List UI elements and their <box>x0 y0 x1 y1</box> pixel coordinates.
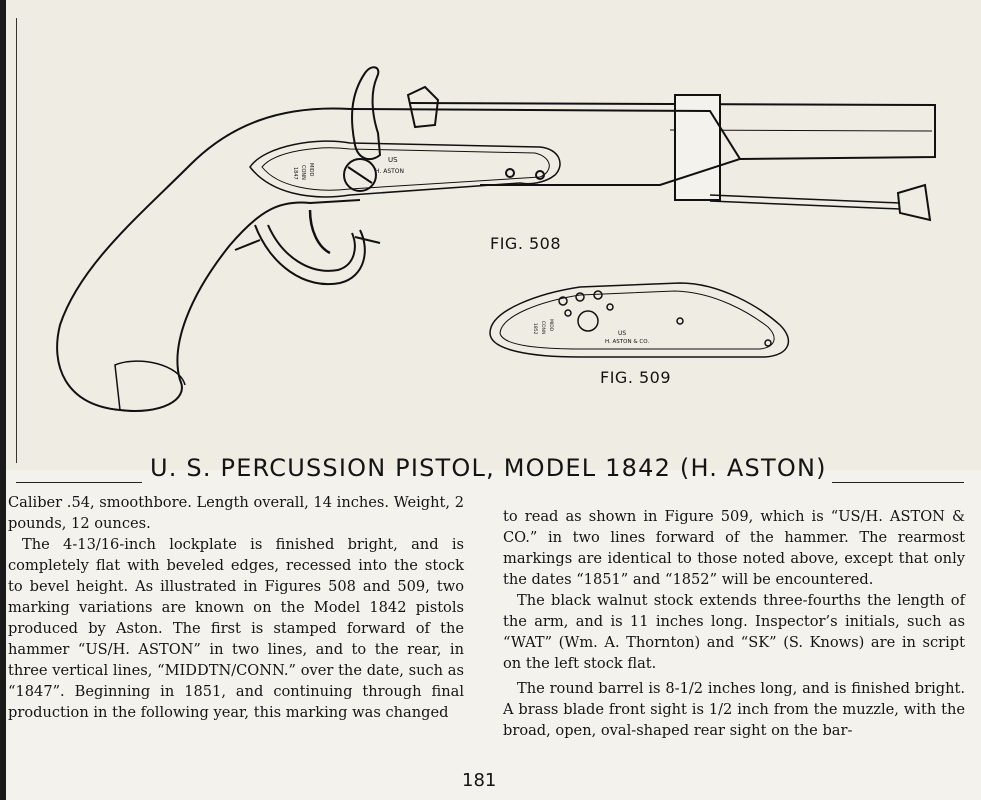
page-number: 181 <box>462 770 497 791</box>
plate-border <box>16 18 965 463</box>
page-title: U. S. PERCUSSION PISTOL, MODEL 1842 (H. … <box>150 454 827 482</box>
lock-mark-us: US <box>388 156 398 164</box>
lock-mark-maker-509: H. ASTON & CO. <box>605 339 649 345</box>
svg-text:1847: 1847 <box>292 167 298 180</box>
figure-caption-509: FIG. 509 <box>600 368 672 387</box>
title-rule-right <box>832 482 964 483</box>
left-column: Caliber .54, smoothbore. Length overall,… <box>8 492 464 723</box>
lock-mark-vertical-508: MIDD CONN 1847 <box>292 163 314 180</box>
title-rule-left <box>16 482 142 483</box>
lock-mark-vertical-509: MIDD CONN 1852 <box>532 319 554 335</box>
paragraph: Caliber .54, smoothbore. Length overall,… <box>8 494 464 532</box>
svg-text:1852: 1852 <box>532 323 538 335</box>
paragraph: The round barrel is 8-1/2 inches long, a… <box>503 680 965 739</box>
svg-text:MIDD: MIDD <box>308 163 314 177</box>
svg-text:MIDD: MIDD <box>548 319 554 332</box>
lock-mark-us-509: US <box>618 330 626 337</box>
svg-text:CONN: CONN <box>540 321 546 334</box>
page-gutter-shadow <box>0 0 6 800</box>
lock-mark-maker: H. ASTON <box>375 168 404 175</box>
svg-text:CONN: CONN <box>300 165 306 180</box>
paragraph: The black walnut stock extends three-fou… <box>503 592 965 672</box>
paragraph: The 4-13/16-inch lockplate is finished b… <box>8 536 464 721</box>
figure-caption-508: FIG. 508 <box>490 234 562 253</box>
bleed-through-background <box>0 0 981 470</box>
lockplate-illustration-fig-509 <box>489 282 790 358</box>
right-column: to read as shown in Figure 509, which is… <box>503 506 965 741</box>
paragraph: to read as shown in Figure 509, which is… <box>503 508 965 588</box>
pistol-illustration-fig-508: US H. ASTON MIDD CONN 1847 US H. ASTON &… <box>56 66 936 412</box>
